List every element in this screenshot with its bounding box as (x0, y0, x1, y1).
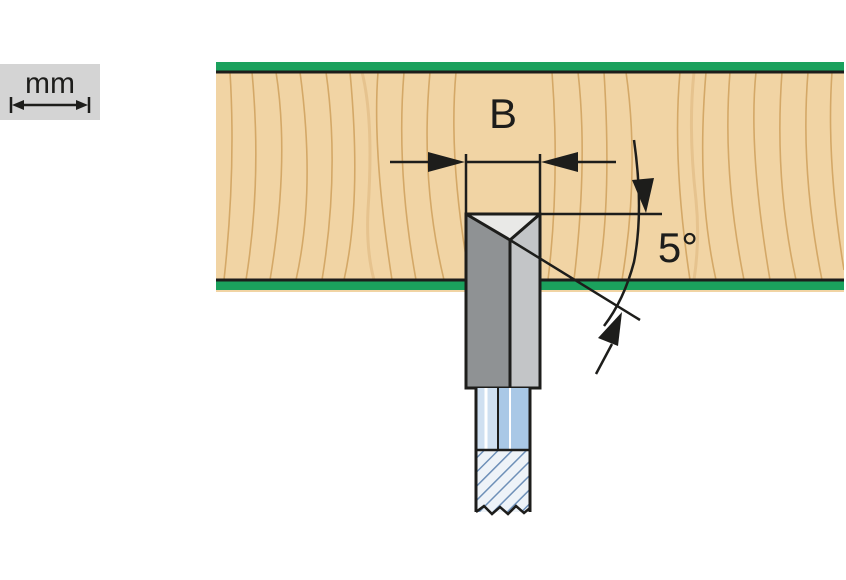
arrow-up-icon (598, 312, 622, 346)
dimension-width: B (390, 90, 616, 214)
unit-arrow-icon (9, 97, 91, 113)
top-edge-band (216, 62, 844, 72)
arrow-left-icon (541, 152, 578, 172)
angle-label: 5° (658, 224, 698, 271)
width-label: B (489, 90, 517, 137)
arrow-down-icon (632, 178, 654, 213)
dimension-angle: 5° (509, 139, 698, 375)
unit-label: mm (25, 67, 75, 100)
unit-badge: mm (0, 64, 100, 120)
wood-grain (223, 72, 844, 280)
router-bit-shank (474, 388, 532, 516)
router-bit-cutter (464, 212, 542, 390)
arrow-right-icon (428, 152, 465, 172)
